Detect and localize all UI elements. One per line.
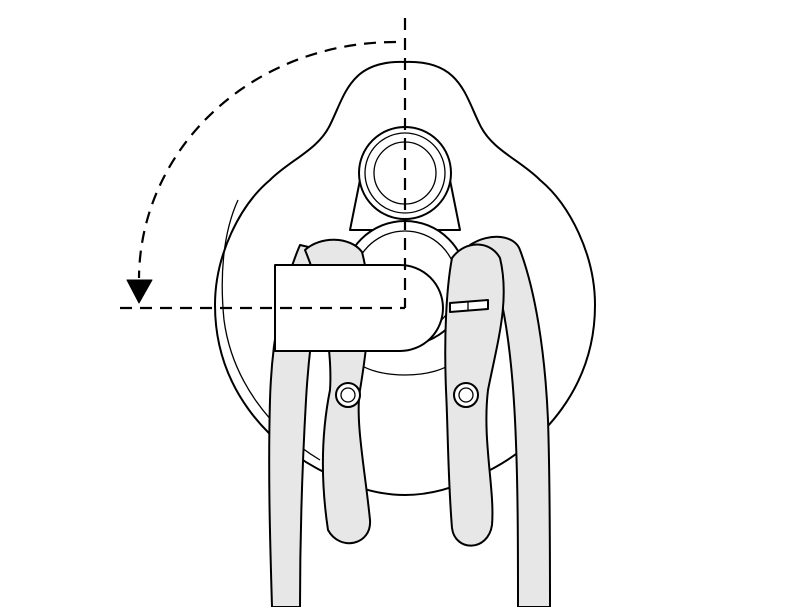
left-strap-clip-outer — [335, 382, 361, 408]
right-strap-clip-outer — [453, 382, 479, 408]
right-strap-clip-inner — [458, 387, 474, 403]
arrow-head-icon — [126, 279, 153, 304]
rotation-arrow — [126, 40, 397, 304]
right-strap-buckle — [449, 299, 489, 313]
reference-lines — [120, 18, 407, 310]
port-middle-ring — [364, 132, 446, 214]
front-tab — [274, 264, 444, 352]
rotation-arc — [137, 40, 397, 279]
right-strap — [444, 235, 551, 607]
left-strap-clip-inner — [340, 387, 356, 403]
